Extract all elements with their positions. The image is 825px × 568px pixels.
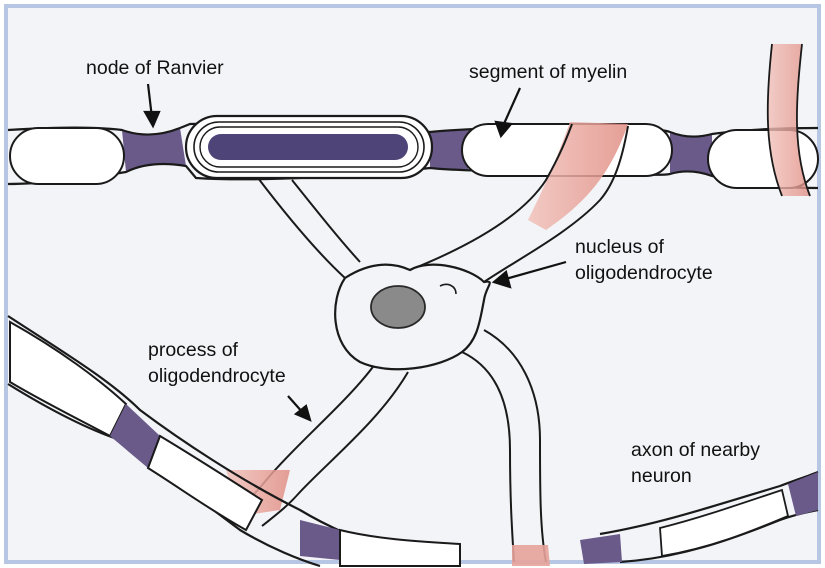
lower-right-axon bbox=[580, 470, 819, 564]
arrow-segment-of-myelin bbox=[494, 87, 522, 139]
label-axon-line1: axon of nearby bbox=[631, 439, 760, 461]
process-band bbox=[528, 122, 628, 230]
label-arrows bbox=[143, 83, 567, 422]
node-of-ranvier-3 bbox=[670, 132, 712, 176]
lower-left-axon bbox=[7, 315, 461, 568]
myelin-cross-section bbox=[184, 114, 434, 180]
label-axon-line2: neuron bbox=[631, 465, 692, 487]
label-process-line2: oligodendrocyte bbox=[148, 365, 286, 387]
label-nucleus-line2: oligodendrocyte bbox=[575, 262, 713, 284]
node-of-ranvier bbox=[110, 404, 160, 468]
oligodendrocyte bbox=[225, 122, 629, 566]
myelin-segment bbox=[9, 127, 125, 185]
node-of-ranvier-2 bbox=[430, 130, 470, 170]
arrow-node-of-ranvier bbox=[143, 83, 161, 129]
node-of-ranvier bbox=[788, 472, 818, 516]
arrow-process bbox=[287, 395, 312, 422]
node-of-ranvier-1 bbox=[122, 128, 186, 172]
myelin-segment bbox=[659, 488, 790, 558]
arrow-nucleus bbox=[491, 260, 567, 289]
label-nucleus-line1: nucleus of bbox=[575, 236, 664, 258]
axon-core bbox=[208, 134, 408, 160]
label-process-line1: process of bbox=[148, 339, 239, 361]
label-node-of-ranvier: node of Ranvier bbox=[86, 57, 224, 79]
label-segment-of-myelin: segment of myelin bbox=[469, 61, 627, 83]
nucleus bbox=[370, 285, 426, 329]
